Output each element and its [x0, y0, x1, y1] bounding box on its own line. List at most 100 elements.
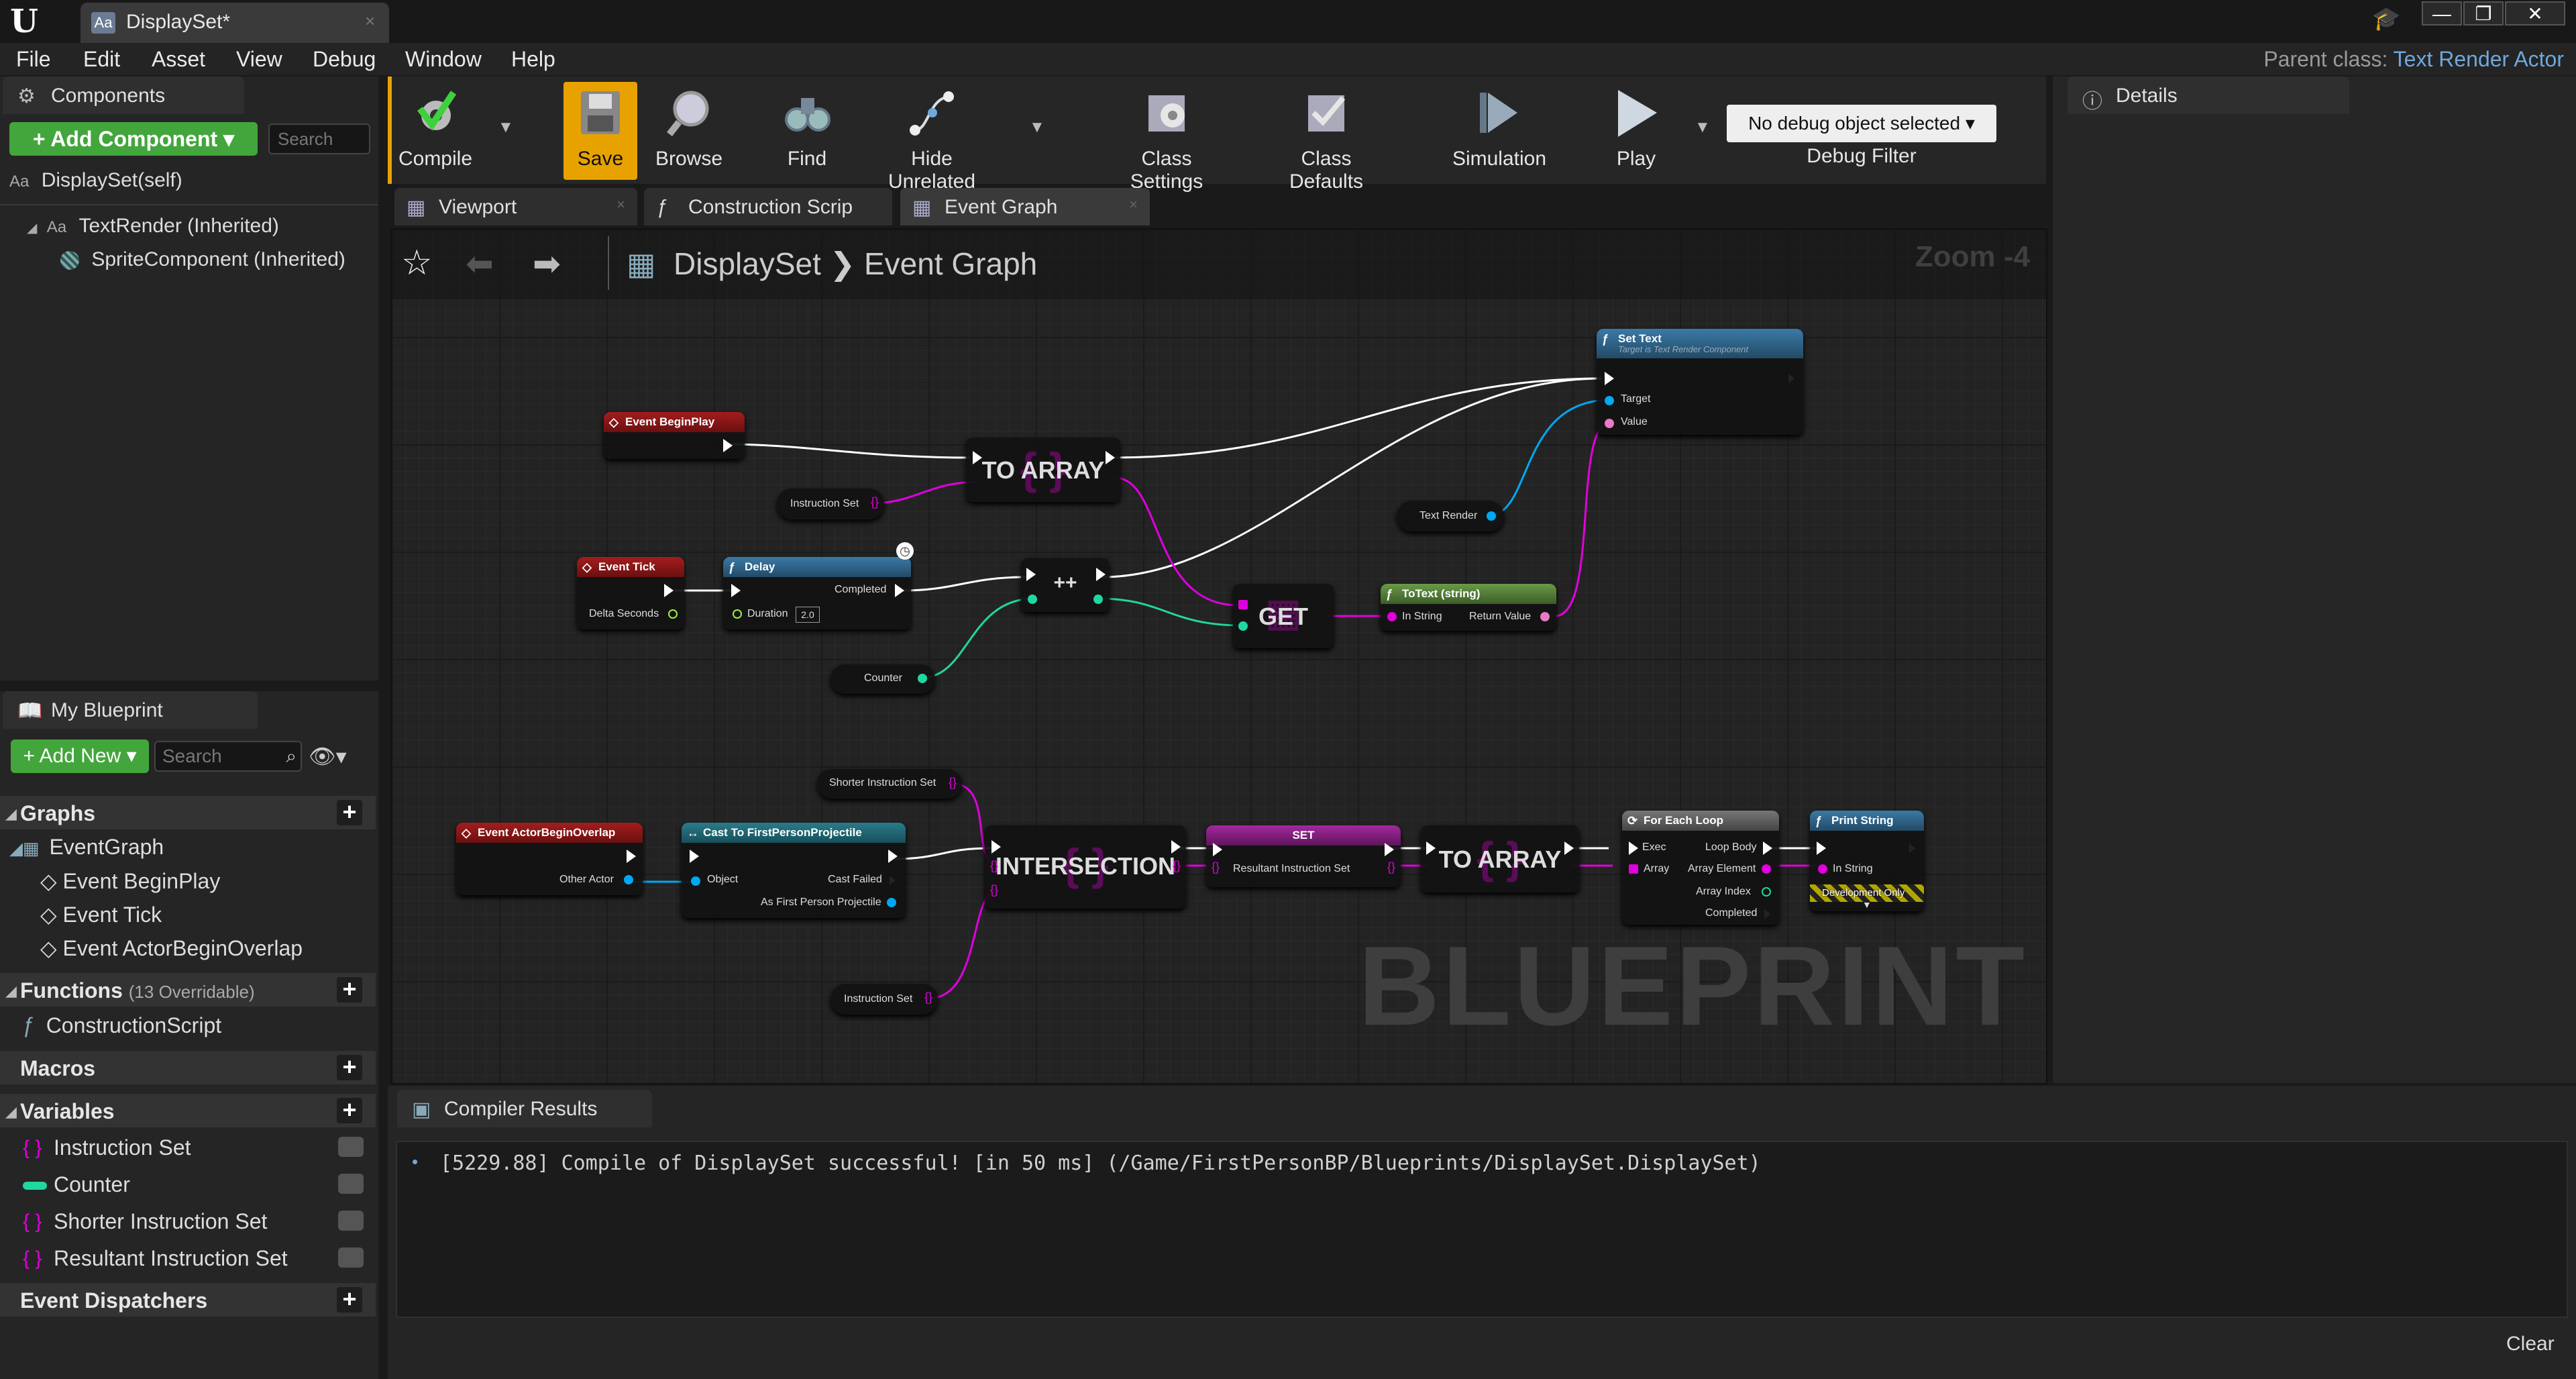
event-graph-item[interactable]: ◢▦ EventGraph — [9, 835, 164, 860]
favorite-star-icon[interactable]: ☆ — [401, 244, 433, 283]
exec-out-pin[interactable] — [1385, 843, 1394, 856]
graphs-section[interactable]: ◢ Graphs + — [0, 796, 376, 829]
node-for-each-loop[interactable]: ⟳ For Each Loop Exec Loop Body Array Arr… — [1622, 811, 1779, 925]
debug-object-select[interactable]: No debug object selected ▾ — [1727, 105, 1996, 142]
array-pin-icon[interactable]: {} — [870, 495, 879, 509]
object-pin[interactable] — [691, 876, 700, 886]
compile-button[interactable]: Compile — [398, 82, 472, 180]
play-button[interactable]: Play — [1599, 82, 1673, 180]
exec-in-pin[interactable] — [1026, 568, 1036, 581]
menu-asset[interactable]: Asset — [152, 47, 206, 71]
exec-in-pin[interactable] — [991, 840, 1001, 854]
class-settings-button[interactable]: Class Settings — [1130, 82, 1203, 193]
add-dispatcher-button[interactable]: + — [337, 1287, 362, 1313]
event-tick-item[interactable]: ◇ Event Tick — [40, 902, 162, 927]
breadcrumb-root[interactable]: DisplaySet — [674, 246, 821, 281]
array-pin-icon[interactable]: {} — [990, 883, 999, 897]
find-button[interactable]: Find — [770, 82, 844, 180]
node-shorter-instruction-set[interactable]: Shorter Instruction Set {} — [817, 769, 962, 799]
node-intersection[interactable]: { } INTERSECTION {} {} {} — [985, 825, 1186, 909]
event-beginplay-item[interactable]: ◇ Event BeginPlay — [40, 868, 220, 894]
maximize-button[interactable]: ❐ — [2463, 1, 2504, 25]
node-instruction-set-1[interactable]: Instruction Set {} — [777, 489, 884, 519]
menu-view[interactable]: View — [236, 47, 282, 71]
int-pin[interactable] — [1762, 887, 1771, 897]
menu-window[interactable]: Window — [405, 47, 482, 71]
minimize-button[interactable]: — — [2422, 1, 2462, 25]
variable-visibility-toggle[interactable] — [338, 1247, 364, 1268]
close-window-button[interactable]: ✕ — [2505, 1, 2565, 25]
construction-script-item[interactable]: ƒ ConstructionScript — [23, 1013, 221, 1038]
clear-button[interactable]: Clear — [2506, 1333, 2555, 1355]
array-pin[interactable] — [1629, 864, 1638, 874]
variable-resultant-instruction-set[interactable]: { } Resultant Instruction Set — [0, 1242, 376, 1276]
event-dispatchers-section[interactable]: Event Dispatchers + — [0, 1283, 376, 1317]
my-blueprint-tab[interactable]: 📖 My Blueprint — [3, 691, 258, 729]
variable-visibility-toggle[interactable] — [338, 1211, 364, 1231]
event-actorbeginoverlap-item[interactable]: ◇ Event ActorBeginOverlap — [40, 935, 303, 961]
exec-out-pin[interactable] — [1106, 451, 1115, 464]
exec-out-pin[interactable] — [888, 850, 898, 863]
node-set-text[interactable]: ƒ Set Text Target is Text Render Compone… — [1597, 329, 1803, 435]
string-pin[interactable] — [1818, 864, 1827, 874]
variables-section[interactable]: ◢ Variables + — [0, 1094, 376, 1127]
object-pin[interactable] — [1487, 511, 1496, 521]
node-instruction-set-2[interactable]: Instruction Set {} — [830, 984, 938, 1015]
int-pin[interactable] — [1238, 621, 1248, 631]
tab-construction-script[interactable]: ƒ Construction Scrip — [644, 188, 892, 225]
add-macro-button[interactable]: + — [337, 1055, 362, 1080]
self-row[interactable]: Aa DisplaySet(self) — [9, 169, 182, 192]
menu-file[interactable]: File — [16, 47, 51, 71]
close-tab-icon[interactable]: × — [616, 196, 625, 213]
target-pin[interactable] — [1605, 396, 1614, 405]
array-pin-icon[interactable]: {} — [948, 776, 957, 789]
exec-out-pin[interactable] — [1096, 568, 1106, 581]
node-event-beginplay[interactable]: ◇ Event BeginPlay — [604, 412, 745, 459]
int-pin[interactable] — [918, 674, 927, 683]
text-pin[interactable] — [1540, 612, 1550, 621]
exec-out-pin[interactable] — [1171, 840, 1181, 854]
hide-unrelated-button[interactable]: Hide Unrelated — [888, 82, 975, 193]
blueprint-search-input[interactable]: Search ⌕ — [154, 741, 302, 772]
exec-out-pin[interactable] — [895, 584, 904, 597]
variable-shorter-instruction-set[interactable]: { } Shorter Instruction Set — [0, 1205, 376, 1239]
array-pin-icon[interactable]: {} — [1212, 860, 1220, 874]
menu-help[interactable]: Help — [511, 47, 555, 71]
node-event-tick[interactable]: ◇ Event Tick Delta Seconds — [577, 557, 684, 629]
add-new-button[interactable]: + Add New ▾ — [11, 739, 149, 773]
int-pin[interactable] — [1093, 595, 1103, 604]
string-pin[interactable] — [1387, 612, 1397, 621]
exec-out-pin[interactable] — [664, 584, 674, 597]
array-pin-icon[interactable]: {} — [924, 990, 932, 1004]
node-increment[interactable]: ++ — [1021, 558, 1110, 612]
exec-in-pin[interactable] — [973, 451, 982, 464]
node-delay[interactable]: ƒ Delay ◷ Completed Duration 2.0 — [723, 542, 914, 629]
close-tab-icon[interactable]: × — [365, 11, 376, 31]
node-event-actorbeginoverlap[interactable]: ◇ Event ActorBeginOverlap Other Actor — [456, 823, 643, 895]
exec-out-pin[interactable] — [723, 439, 733, 452]
node-set[interactable]: SET {} Resultant Instruction Set {} — [1206, 825, 1401, 887]
element-pin[interactable] — [1762, 864, 1771, 874]
object-pin[interactable] — [624, 875, 633, 884]
float-pin[interactable] — [668, 609, 678, 619]
simulation-button[interactable]: Simulation — [1452, 82, 1546, 180]
add-component-button[interactable]: + Add Component ▾ — [9, 122, 258, 156]
node-to-text[interactable]: ƒ ToText (string) In String Return Value — [1381, 584, 1556, 631]
exec-in-pin[interactable] — [690, 850, 699, 863]
exec-in-pin[interactable] — [1817, 841, 1826, 855]
node-print-string[interactable]: ƒ Print String In String Development Onl… — [1810, 811, 1924, 911]
expand-arrow-icon[interactable]: ▼ — [1862, 899, 1872, 910]
add-graph-button[interactable]: + — [337, 800, 362, 825]
array-pin[interactable] — [1238, 600, 1248, 609]
node-to-array-2[interactable]: { } TO ARRAY — [1421, 825, 1579, 892]
class-defaults-button[interactable]: Class Defaults — [1289, 82, 1363, 193]
hide-unrelated-chevron-icon[interactable]: ▼ — [1029, 118, 1045, 136]
exec-out-pin[interactable] — [1763, 907, 1772, 921]
functions-section[interactable]: ◢ Functions (13 Overridable) + — [0, 973, 376, 1007]
macros-section[interactable]: Macros + — [0, 1051, 376, 1084]
component-sprite[interactable]: SpriteComponent (Inherited) — [60, 248, 345, 271]
node-cast[interactable]: ↔ Cast To FirstPersonProjectile Object C… — [682, 823, 906, 918]
close-tab-icon[interactable]: × — [1129, 196, 1138, 213]
node-counter[interactable]: Counter — [830, 664, 935, 694]
compile-options-chevron-icon[interactable]: ▼ — [498, 118, 514, 136]
